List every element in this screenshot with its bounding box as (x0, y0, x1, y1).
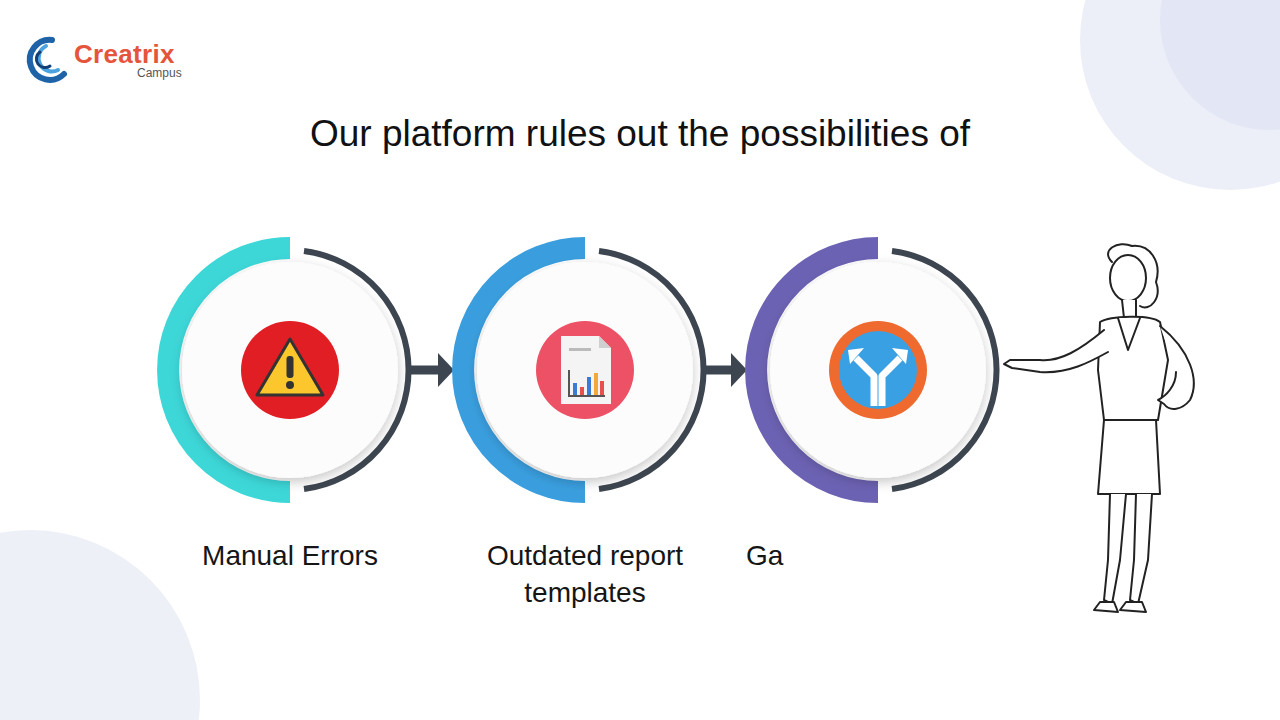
arrowhead (731, 353, 747, 387)
connector-line (411, 366, 444, 375)
chart-bar (594, 373, 598, 395)
chart-bar (600, 381, 604, 395)
document (561, 336, 611, 404)
doc-line (569, 348, 591, 351)
node-label: Manual Errors (157, 537, 423, 574)
presenter-figure (1004, 244, 1194, 612)
warning-mark (286, 381, 294, 389)
icon (241, 321, 339, 419)
inner-disk (182, 262, 398, 478)
circle-shape (745, 237, 1011, 503)
decor-circle (1160, 0, 1280, 130)
icon (536, 321, 634, 419)
fork-arrowheads (848, 348, 908, 364)
inner-disk (770, 262, 986, 478)
document-fold (599, 336, 611, 348)
chart-axis (569, 370, 605, 396)
circle-shape (157, 237, 423, 503)
process-circle: Outdated report templates (452, 237, 718, 611)
chart-bar (587, 377, 591, 395)
icon (829, 321, 927, 419)
inner-disk (477, 262, 693, 478)
chart-bar (580, 387, 584, 395)
decor-circle (1080, 0, 1280, 190)
node-label: Ga (745, 537, 1011, 574)
logo-text: Campus (137, 66, 182, 80)
icon-bg (241, 321, 339, 419)
logo-icon (30, 40, 64, 80)
arrowhead (438, 353, 454, 387)
arrow-connector (411, 353, 454, 387)
diagram-title: Our platform rules out the possibilities… (0, 113, 1280, 155)
connector-line (706, 366, 737, 375)
sign-face (839, 331, 917, 409)
decor-circle (0, 530, 200, 720)
warning-triangle (257, 339, 323, 395)
icon-bg (536, 321, 634, 419)
logo-text: Creatrix (74, 39, 175, 70)
warning-mark (287, 356, 294, 378)
node-label: Outdated report templates (452, 537, 718, 611)
arrow-connector (706, 353, 747, 387)
circle-shape (452, 237, 718, 503)
process-circle: Ga (745, 237, 1011, 574)
icon-bg (829, 321, 927, 419)
process-circle: Manual Errors (157, 237, 423, 574)
fork-arrows (856, 358, 900, 406)
chart-bar (573, 383, 577, 395)
